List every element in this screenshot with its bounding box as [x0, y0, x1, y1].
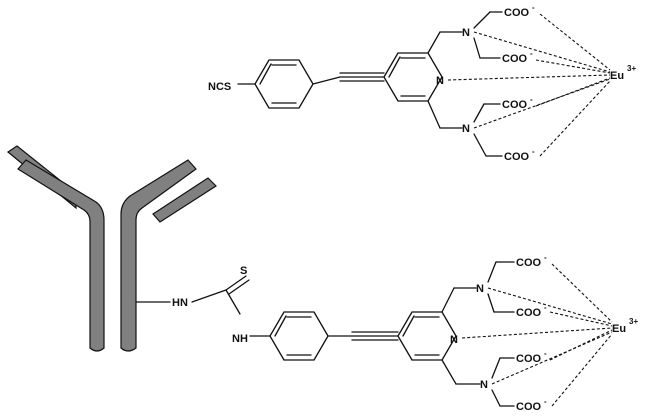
- top-coo-4: COO: [504, 151, 530, 163]
- top-benzene-ring: [254, 59, 314, 109]
- thiourea-s-label: S: [240, 265, 247, 277]
- conjugate-amine-n-lower: N: [480, 379, 488, 391]
- svg-text:-: -: [530, 95, 533, 104]
- conjugate-pyridine-ring: [397, 311, 457, 361]
- antibody-left-heavy-chain: [17, 159, 105, 352]
- svg-text:-: -: [532, 147, 535, 156]
- conjugate-coo-2: COO: [516, 307, 542, 319]
- top-coo-1: COO: [504, 7, 530, 19]
- conjugate-coo-1: COO: [516, 257, 542, 269]
- conjugate-coordination-bonds: [461, 263, 613, 407]
- hn-label: HN: [172, 297, 188, 309]
- top-pyridine-n: N: [436, 75, 444, 87]
- svg-text:-: -: [532, 3, 535, 12]
- svg-text:3+: 3+: [627, 64, 636, 73]
- svg-text:-: -: [530, 49, 533, 58]
- top-amine-n-upper: N: [462, 27, 470, 39]
- conjugate-amine-n-upper: N: [476, 283, 484, 295]
- top-alkyne: [312, 72, 385, 85]
- top-pyridine-ring: [383, 52, 443, 102]
- conjugate-alkyne: [327, 331, 399, 341]
- top-coo-2: COO: [502, 53, 528, 65]
- top-europium-ion: Eu: [610, 70, 624, 82]
- conjugate-molecule: HN S NH N: [135, 253, 638, 413]
- top-amine-n-lower: N: [462, 123, 470, 135]
- svg-text:-: -: [544, 397, 547, 406]
- ncs-label: NCS: [208, 81, 231, 93]
- top-molecule: NCS N N COO -: [208, 3, 636, 163]
- antibody-icon: [6, 145, 217, 352]
- conjugate-coo-3: COO: [516, 353, 542, 365]
- top-coordination-bonds: [447, 13, 611, 157]
- svg-text:-: -: [544, 349, 547, 358]
- top-coo-3: COO: [502, 99, 528, 111]
- svg-text:3+: 3+: [629, 317, 638, 326]
- nh-label: NH: [232, 333, 248, 345]
- conjugate-coo-4: COO: [516, 401, 542, 413]
- svg-text:-: -: [544, 303, 547, 312]
- conjugate-pyridine-n: N: [450, 334, 458, 346]
- antibody-right-heavy-chain: [120, 159, 197, 352]
- antibody-right-light-chain: [152, 177, 217, 223]
- conjugate-europium-ion: Eu: [612, 323, 626, 335]
- conjugate-benzene-ring: [269, 311, 329, 361]
- svg-text:-: -: [544, 253, 547, 262]
